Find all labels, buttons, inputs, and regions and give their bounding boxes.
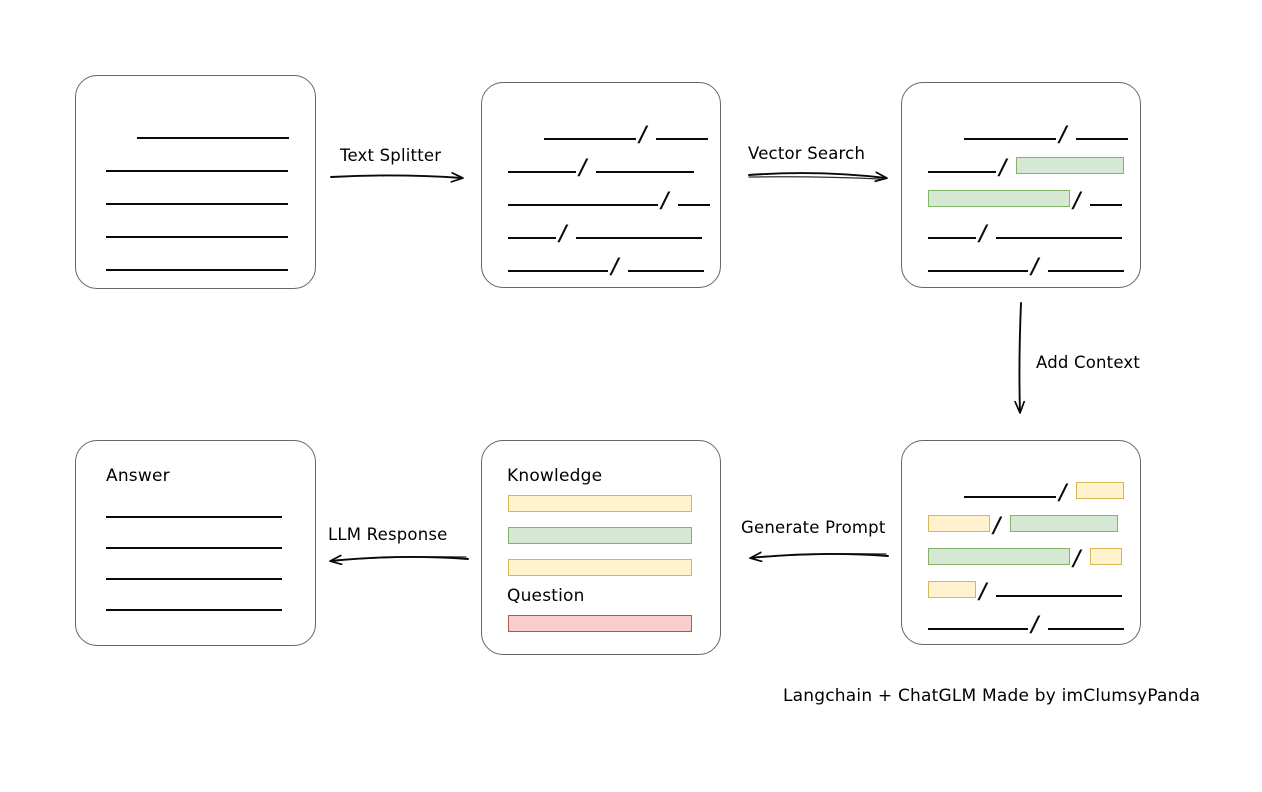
edge-label-llm-response: LLM Response — [328, 525, 448, 544]
text-line — [106, 578, 282, 580]
edge-label-generate-prompt: Generate Prompt — [741, 518, 886, 537]
document-lines — [76, 76, 315, 288]
highlighted-chunk-yellow — [1076, 482, 1124, 499]
highlighted-chunk-yellow — [928, 515, 990, 532]
answer-label: Answer — [106, 466, 170, 486]
text-line — [596, 171, 694, 173]
text-line — [508, 171, 576, 173]
highlighted-chunk-green — [1016, 157, 1124, 174]
text-line — [964, 496, 1056, 498]
text-line — [106, 516, 282, 518]
diagram-caption: Langchain + ChatGLM Made by imClumsyPand… — [783, 686, 1201, 706]
prompt-knowledge-bar-2 — [508, 527, 692, 544]
text-line — [106, 609, 282, 611]
arrow-add-context — [1019, 302, 1021, 412]
node-prompt[interactable]: Knowledge Question — [481, 440, 721, 655]
chunk-separator: / — [1031, 611, 1039, 636]
highlighted-chunk-yellow — [1090, 548, 1122, 565]
node-split-chunks[interactable]: / / / / / — [481, 82, 721, 288]
text-line — [106, 269, 288, 271]
document-lines: / / / / / — [482, 83, 720, 287]
prompt-knowledge-label: Knowledge — [507, 466, 603, 486]
prompt-knowledge-bar-1 — [508, 495, 692, 512]
node-source-document[interactable] — [75, 75, 316, 289]
highlighted-chunk-yellow — [928, 581, 976, 598]
text-line — [576, 237, 702, 239]
text-line — [137, 137, 289, 139]
text-line — [106, 236, 288, 238]
chunk-separator: / — [579, 154, 587, 179]
document-lines: / / / / / — [902, 83, 1140, 287]
chunk-separator: / — [1031, 253, 1039, 278]
text-line — [656, 138, 708, 140]
chunk-separator: / — [559, 220, 567, 245]
prompt-question-bar — [508, 615, 692, 632]
chunk-separator: / — [661, 187, 669, 212]
text-line — [1090, 204, 1122, 206]
chunk-separator: / — [1059, 479, 1067, 504]
highlighted-chunk-green — [928, 190, 1070, 207]
highlighted-chunk-green — [928, 548, 1070, 565]
arrow-llm-response — [331, 557, 469, 561]
arrow-generate-prompt — [751, 554, 889, 558]
chunk-separator: / — [639, 121, 647, 146]
text-line — [106, 547, 282, 549]
chunk-separator: / — [993, 512, 1001, 537]
text-line — [544, 138, 636, 140]
chunk-separator: / — [1059, 121, 1067, 146]
chunk-separator: / — [1073, 545, 1081, 570]
text-line — [1048, 270, 1124, 272]
node-matched-chunks[interactable]: / / / / / — [901, 82, 1141, 288]
chunk-separator: / — [999, 154, 1007, 179]
text-line — [106, 203, 288, 205]
arrow-vector-search — [748, 173, 886, 179]
text-line — [508, 204, 658, 206]
text-line — [928, 237, 976, 239]
chunk-separator: / — [611, 253, 619, 278]
document-lines — [76, 503, 315, 645]
text-line — [1048, 628, 1124, 630]
highlighted-chunk-green — [1010, 515, 1118, 532]
text-line — [928, 270, 1028, 272]
text-line — [628, 270, 704, 272]
text-line — [678, 204, 710, 206]
arrow-text-splitter — [330, 175, 462, 178]
edge-label-vector-search: Vector Search — [748, 144, 866, 163]
chunk-separator: / — [1073, 187, 1081, 212]
text-line — [508, 237, 556, 239]
text-line — [996, 595, 1122, 597]
edge-label-text-splitter: Text Splitter — [340, 146, 442, 165]
prompt-question-label: Question — [507, 586, 585, 606]
text-line — [1076, 138, 1128, 140]
prompt-knowledge-bar-3 — [508, 559, 692, 576]
chunk-separator: / — [979, 578, 987, 603]
text-line — [928, 171, 996, 173]
text-line — [996, 237, 1122, 239]
chunk-separator: / — [979, 220, 987, 245]
text-line — [106, 170, 288, 172]
document-lines: / / / / / — [902, 441, 1140, 644]
edge-label-add-context: Add Context — [1036, 353, 1141, 372]
node-answer[interactable]: Answer — [75, 440, 316, 646]
node-context-chunks[interactable]: / / / / / — [901, 440, 1141, 645]
text-line — [928, 628, 1028, 630]
text-line — [508, 270, 608, 272]
text-line — [964, 138, 1056, 140]
